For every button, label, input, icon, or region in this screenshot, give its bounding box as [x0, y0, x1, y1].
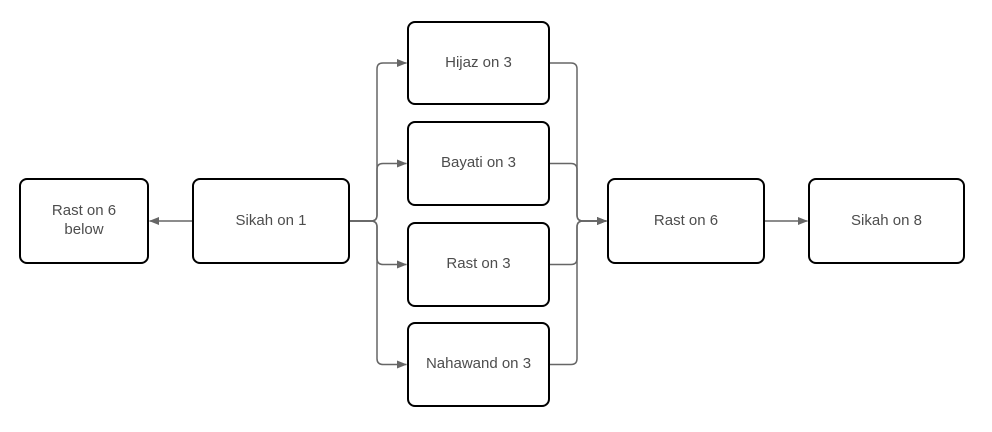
node-label: Rast on 3	[446, 255, 511, 273]
node-sikah-on-1: Sikah on 1	[192, 178, 350, 264]
node-bayati-on-3: Bayati on 3	[407, 121, 550, 206]
edge-bayati-on-3-to-rast-on-6	[550, 162, 607, 225]
node-label: Bayati on 3	[440, 154, 517, 172]
node-label: Hijaz on 3	[445, 53, 512, 71]
node-rast-on-6: Rast on 6	[607, 178, 765, 264]
edge-sikah-on-1-to-bayati-on-3	[350, 159, 407, 222]
edge-sikah-on-1-to-hijaz-on-3	[350, 59, 407, 222]
node-label: Rast on 6 below	[51, 202, 117, 238]
node-rast-on-6-below: Rast on 6 below	[19, 178, 149, 264]
node-nahawand-on-3: Nahawand on 3	[407, 322, 550, 407]
edge-hijaz-on-3-to-rast-on-6	[550, 62, 607, 225]
node-label: Nahawand on 3	[425, 355, 532, 373]
node-label: Sikah on 1	[235, 211, 307, 229]
node-label: Rast on 6	[653, 211, 719, 229]
node-label: Sikah on 8	[851, 211, 922, 229]
edge-nahawand-on-3-to-rast-on-6	[550, 217, 607, 366]
edge-sikah-on-1-to-rast-on-3	[350, 220, 407, 269]
node-hijaz-on-3: Hijaz on 3	[407, 21, 550, 105]
node-sikah-on-8: Sikah on 8	[808, 178, 965, 264]
edge-sikah-on-1-to-nahawand-on-3	[350, 220, 407, 369]
node-rast-on-3: Rast on 3	[407, 222, 550, 307]
edge-rast-on-3-to-rast-on-6	[550, 217, 607, 266]
